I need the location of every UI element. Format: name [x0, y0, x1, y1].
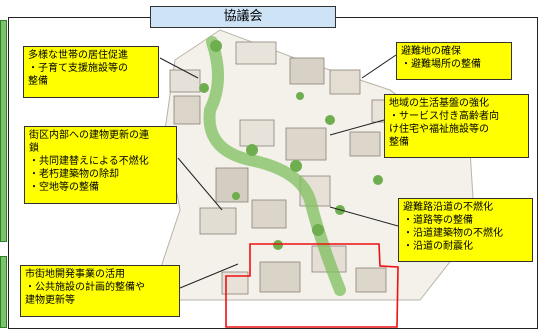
callout-line: ・共同建替えによる不燃化 [29, 156, 149, 167]
callout-line: け住宅や福祉施設等の [389, 124, 489, 135]
callout-line: 地域の生活基盤の強化 [389, 98, 489, 109]
callout-diverse-households: 多様な世帯の居住促進 ・子育て支援施設等の 整備 [23, 46, 159, 98]
council-header: 協議会 [150, 6, 336, 28]
leader-lines [159, 54, 399, 289]
building-blocks [169, 41, 401, 295]
callout-line: ・サービス付き高齢者向 [389, 111, 499, 122]
callout-block-renewal: 街区内部への建物更新の連 鎖 ・共同建替えによる不燃化 ・老朽建築物の除却 ・空… [24, 126, 177, 204]
callout-line: 市街地開発事業の活用 [25, 269, 125, 280]
callout-line: 避難路沿道の不燃化 [403, 202, 493, 213]
callout-line: 街区内部への建物更新の連 [29, 130, 149, 141]
callout-line: ・沿道建築物の不燃化 [403, 228, 503, 239]
callout-line: 建物更新等 [25, 295, 75, 306]
callout-line: 多様な世帯の居住促進 [28, 50, 128, 61]
callout-line: ・沿道の耐震化 [403, 241, 473, 252]
callout-line: 鎖 [29, 143, 39, 154]
callout-line: ・老朽建築物の除却 [29, 169, 119, 180]
callout-line: 整備 [389, 137, 409, 148]
tree-cluster [199, 40, 383, 250]
callout-living-base: 地域の生活基盤の強化 ・サービス付き高齢者向 け住宅や福祉施設等の 整備 [384, 94, 529, 158]
callout-line: ・避難場所の整備 [401, 59, 481, 70]
callout-line: ・子育て支援施設等の [28, 63, 128, 74]
left-green-bar-bottom [0, 256, 7, 328]
callout-evacuation-site: 避難地の確保 ・避難場所の整備 [396, 42, 512, 80]
council-title: 協議会 [223, 9, 263, 24]
redevelopment-area-outline [225, 243, 399, 328]
callout-line: ・道路等の整備 [403, 215, 473, 226]
callout-redevelopment: 市街地開発事業の活用 ・公共施設の計画的整備や 建物更新等 [20, 265, 180, 317]
callout-evacuation-route: 避難路沿道の不燃化 ・道路等の整備 ・沿道建築物の不燃化 ・沿道の耐震化 [398, 198, 533, 262]
callout-line: 避難地の確保 [401, 46, 461, 57]
callout-line: ・公共施設の計画的整備や [25, 282, 145, 293]
callout-line: ・空地等の整備 [29, 182, 99, 193]
left-green-bar-top [0, 20, 7, 242]
callout-line: 整備 [28, 76, 48, 87]
